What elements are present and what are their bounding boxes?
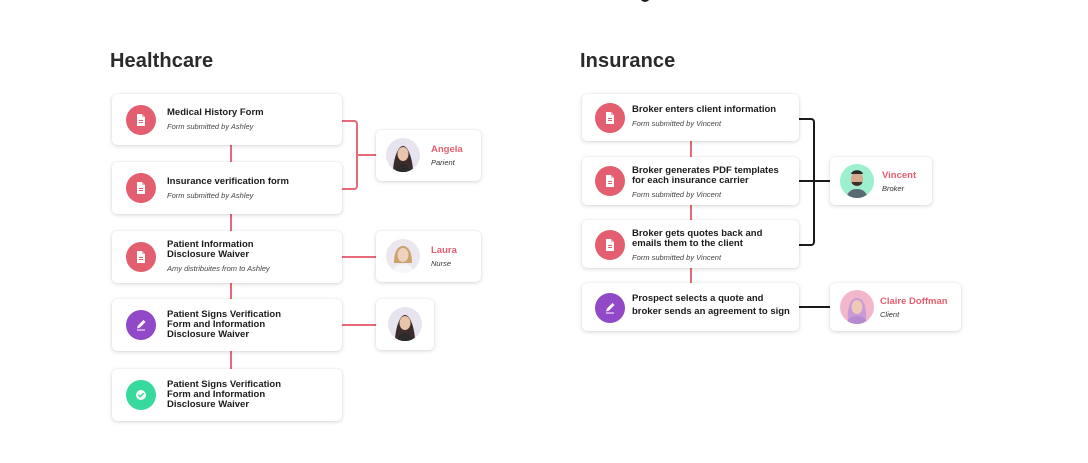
person-card-laura[interactable]: Laura Nurse [376,231,481,282]
step-subtitle: Form submitted by Ashley [167,122,254,131]
avatar [386,138,420,172]
document-icon [126,173,156,203]
step-subtitle: Form submitted by Vincent [632,190,722,199]
person-role: Client [880,310,900,319]
connector-line [358,154,376,156]
healthcare-step-2[interactable]: Insurance verification form Form submitt… [112,162,342,214]
connector-line [230,351,232,369]
avatar [840,164,874,198]
healthcare-title: Healthcare [110,50,214,72]
step-title: Medical History Form [167,107,264,118]
healthcare-step-5[interactable]: Patient Signs Verification Form and Info… [112,369,342,421]
insurance-step-1[interactable]: Broker enters client information Form su… [582,94,799,141]
connector-line [690,141,692,157]
connector-bracket [799,118,815,246]
person-name: Claire Doffman [880,296,948,307]
insurance-step-2[interactable]: Broker generates PDF templates for each … [582,157,799,205]
connector-line [341,256,376,258]
step-subtitle: Amy distribuites from to Ashley [167,264,270,273]
step-title: Broker enters client information [632,104,777,115]
healthcare-step-1[interactable]: Medical History Form Form submitted by A… [112,94,342,145]
connector-line [690,268,692,283]
step-title: Broker generates PDF templates for each … [632,165,779,186]
connector-line [230,214,232,231]
connector-line [230,145,232,162]
connector-bracket [341,120,358,190]
pen-icon [126,310,156,340]
avatar [386,239,420,273]
insurance-title: Insurance [580,50,676,72]
connector-line [799,180,830,182]
connector-line [341,324,376,326]
step-subtitle: Form submitted by Vincent [632,119,722,128]
pen-icon [595,293,625,323]
connector-line [799,306,830,308]
insurance-step-4[interactable]: Prospect selects a quote and broker send… [582,283,799,331]
connector-line [690,205,692,220]
person-card-claire-doffman[interactable]: Claire Doffman Client [830,283,961,331]
person-card-angela[interactable]: Angela Parient [376,130,481,181]
document-icon [126,105,156,135]
document-icon [126,242,156,272]
person-name: Laura [431,245,457,256]
avatar [388,307,422,341]
person-role: Broker [882,184,905,193]
document-icon [595,103,625,133]
insurance-step-3[interactable]: Broker gets quotes back and emails them … [582,220,799,268]
document-icon [595,166,625,196]
healthcare-step-3[interactable]: Patient Information Disclosure Waiver Am… [112,231,342,283]
check-icon [126,380,156,410]
step-subtitle: Form submitted by Vincent [632,253,722,262]
step-title: Insurance verification form [167,176,289,187]
person-card-avatar-only[interactable] [376,299,434,350]
step-title: Prospect selects a quote and broker send… [632,293,790,317]
person-name: Vincent [882,170,917,181]
document-icon [595,230,625,260]
step-title: Patient Information Disclosure Waiver [167,239,254,260]
connector-line [230,283,232,299]
person-role: Nurse [431,259,452,268]
step-title: Broker gets quotes back and emails them … [632,228,763,249]
step-title: Patient Signs Verification Form and Info… [167,379,282,410]
person-name: Angela [431,144,463,155]
cropped-heading-fragment [636,0,666,6]
person-role: Parient [431,158,455,167]
step-title: Patient Signs Verification Form and Info… [167,309,282,340]
healthcare-step-4[interactable]: Patient Signs Verification Form and Info… [112,299,342,351]
avatar [840,290,874,324]
step-subtitle: Form submitted by Ashley [167,191,254,200]
person-card-vincent[interactable]: Vincent Broker [830,157,932,205]
